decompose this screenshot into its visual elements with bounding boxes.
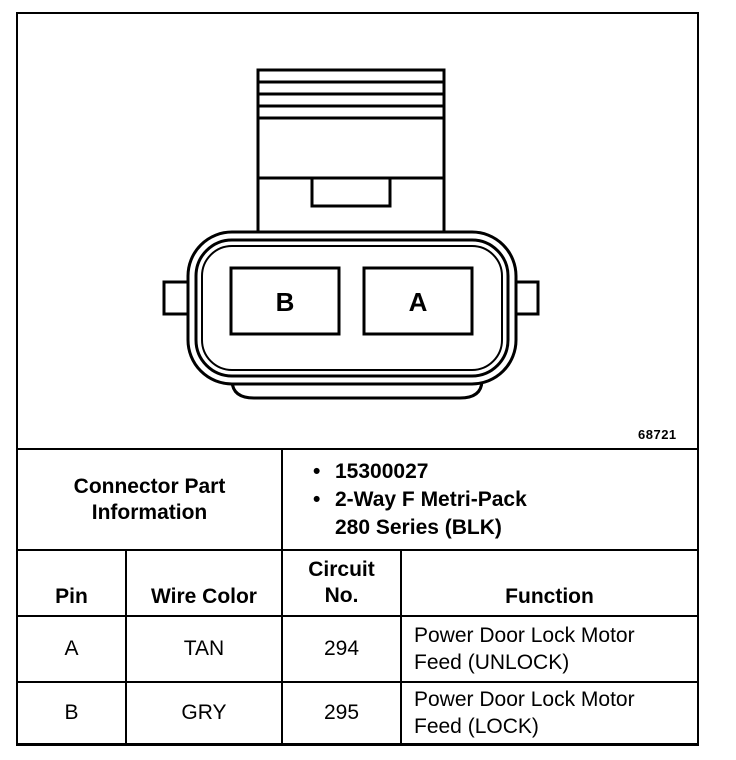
- cavity-label-a: A: [409, 287, 428, 317]
- row-b-pin: B: [18, 681, 127, 745]
- part-description-line1: 2-Way F Metri-Pack: [335, 487, 527, 511]
- row-a-function: Power Door Lock Motor Feed (UNLOCK): [400, 615, 697, 683]
- connector-drawing: B A: [162, 68, 540, 400]
- connector-latch: [256, 68, 446, 240]
- part-number: 15300027: [313, 458, 697, 486]
- row-b-function-line2: Feed (LOCK): [414, 715, 539, 738]
- part-info-label: Connector Part Information: [18, 450, 283, 551]
- row-b-function: Power Door Lock Motor Feed (LOCK): [400, 681, 697, 745]
- row-a-function-line2: Feed (UNLOCK): [414, 651, 570, 674]
- header-circuit-line1: Circuit: [308, 558, 375, 581]
- figure-id: 68721: [638, 427, 677, 442]
- table-row: B GRY 295 Power Door Lock Motor Feed (LO…: [18, 681, 697, 745]
- left-side-tab: [162, 280, 192, 316]
- table-row: A TAN 294 Power Door Lock Motor Feed (UN…: [18, 615, 697, 683]
- divider-line: [18, 448, 697, 450]
- connector-diagram-frame: B A 68721 Connector Part Information 153…: [16, 12, 699, 746]
- connector-bottom-lip: [230, 359, 484, 400]
- row-a-wire-color: TAN: [125, 615, 283, 683]
- header-function: Function: [400, 549, 697, 617]
- header-wire-color: Wire Color: [125, 549, 283, 617]
- connector-housing-outer: [186, 230, 518, 386]
- row-a-function-line1: Power Door Lock Motor: [414, 624, 635, 647]
- part-description-line2: 280 Series (BLK): [335, 515, 502, 539]
- header-circuit-no: Circuit No.: [281, 549, 402, 617]
- row-b-wire-color: GRY: [125, 681, 283, 745]
- cavity-label-b: B: [276, 287, 295, 317]
- table-header-row: Pin Wire Color Circuit No. Function: [18, 549, 697, 617]
- part-description: 2-Way F Metri-Pack 280 Series (BLK): [313, 486, 697, 542]
- part-info-label-line1: Connector Part: [73, 474, 226, 498]
- part-info-row: Connector Part Information 15300027 2-Wa…: [18, 450, 697, 551]
- connector-housing-inner: [194, 238, 510, 378]
- cavity-b: [229, 266, 341, 336]
- connector-info-table: Connector Part Information 15300027 2-Wa…: [18, 450, 697, 745]
- header-pin: Pin: [18, 549, 127, 617]
- cavity-a: [362, 266, 474, 336]
- row-b-function-line1: Power Door Lock Motor: [414, 688, 635, 711]
- part-info-details: 15300027 2-Way F Metri-Pack 280 Series (…: [281, 450, 697, 551]
- row-a-circuit: 294: [281, 615, 402, 683]
- part-info-label-line2: Information: [91, 500, 208, 524]
- row-a-pin: A: [18, 615, 127, 683]
- row-b-circuit: 295: [281, 681, 402, 745]
- header-circuit-line2: No.: [324, 584, 359, 607]
